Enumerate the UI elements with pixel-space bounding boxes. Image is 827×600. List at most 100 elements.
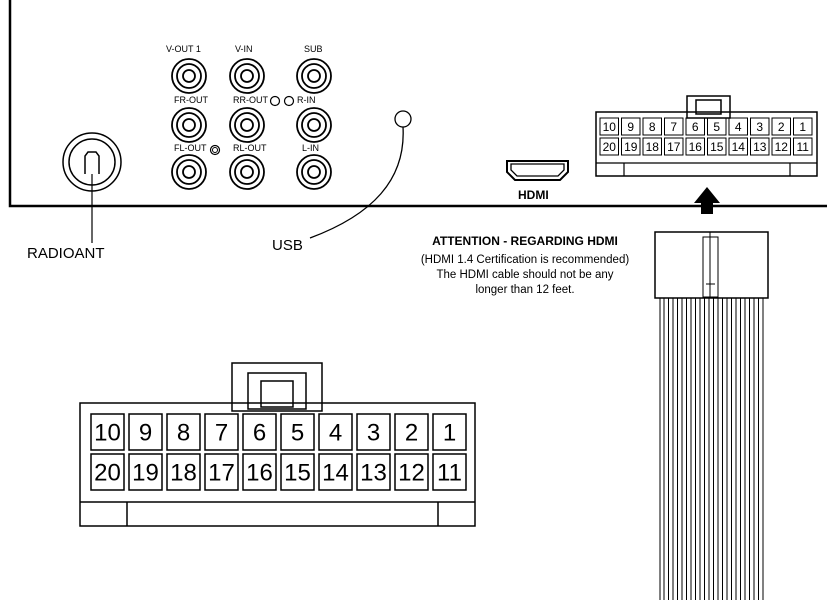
rca-jack-v-in xyxy=(229,58,265,94)
large-connector-pin-box xyxy=(356,413,391,451)
large-connector-pin-label: 11 xyxy=(437,460,462,487)
unit-socket-pin-label: 11 xyxy=(797,140,810,154)
unit-socket-pin-label: 1 xyxy=(799,120,806,134)
unit-socket-pin-label: 19 xyxy=(624,140,638,154)
unit-socket-pin-box xyxy=(621,117,641,136)
large-connector-pin-box xyxy=(318,453,353,491)
harness-wires xyxy=(663,298,759,600)
rca-jack-v-out-1 xyxy=(171,58,207,94)
unit-socket-pin-box xyxy=(771,117,791,136)
unit-socket-pin-box xyxy=(621,137,641,156)
unit-socket-pin-label: 15 xyxy=(710,140,724,154)
unit-socket-pin-box xyxy=(707,117,727,136)
unit-socket-pin-label: 2 xyxy=(778,120,785,134)
large-connector-pin-label: 6 xyxy=(253,420,266,447)
unit-socket-pin-box xyxy=(599,137,619,156)
large-connector-pin-box xyxy=(166,453,201,491)
fl-out-label: FL-OUT xyxy=(174,143,207,153)
large-connector-pin-label: 8 xyxy=(177,420,190,447)
unit-socket-pin-box xyxy=(685,117,705,136)
notice-line-2: The HDMI cable should not be any xyxy=(436,269,614,281)
hdmi-attention-notice: ATTENTION - REGARDING HDMI (HDMI 1.4 Cer… xyxy=(380,234,670,298)
notice-title: ATTENTION - REGARDING HDMI xyxy=(432,234,618,248)
rca-jack-fl-out xyxy=(171,154,207,190)
large-connector-pin-box xyxy=(204,453,239,491)
large-connector-pin-label: 9 xyxy=(139,420,152,447)
large-connector-pin-box xyxy=(204,413,239,451)
fr-out-label: FR-OUT xyxy=(174,95,208,105)
unit-socket-pin-label: 17 xyxy=(667,140,681,154)
rca-jack-sub xyxy=(296,58,332,94)
large-connector-pin-label: 1 xyxy=(443,420,456,447)
unit-socket-pin-label: 14 xyxy=(732,140,746,154)
large-connector-pin-box xyxy=(318,413,353,451)
unit-socket-pin-label: 16 xyxy=(689,140,703,154)
large-connector-pin-label: 18 xyxy=(170,460,197,487)
large-connector-pin-label: 17 xyxy=(208,460,235,487)
unit-socket-pin-box xyxy=(771,137,791,156)
large-connector-pin-box xyxy=(128,413,163,451)
usb-port xyxy=(309,110,412,239)
unit-socket-pin-box xyxy=(793,117,813,136)
unit-socket-pin-label: 3 xyxy=(756,120,763,134)
large-connector-pin-label: 4 xyxy=(329,420,342,447)
large-connector-pin-label: 10 xyxy=(94,420,121,447)
radio-antenna-jack xyxy=(62,132,122,243)
large-connector-pin-label: 3 xyxy=(367,420,380,447)
large-connector-pin-label: 7 xyxy=(215,420,228,447)
large-connector-pin-box xyxy=(356,453,391,491)
radio-ant-label: RADIOANT xyxy=(27,245,105,262)
hdmi-label: HDMI xyxy=(518,188,549,202)
large-connector-pin-box xyxy=(280,453,315,491)
unit-socket-pin-box xyxy=(750,137,770,156)
large-connector-pin-box xyxy=(394,413,429,451)
unit-socket-pin-box xyxy=(599,117,619,136)
unit-socket-pin-box xyxy=(728,117,748,136)
v-in-label: V-IN xyxy=(235,44,253,54)
unit-socket-pin-label: 5 xyxy=(713,120,720,134)
large-connector-pin-box xyxy=(394,453,429,491)
large-connector-pin-label: 19 xyxy=(132,460,159,487)
rca-jack-rr-out xyxy=(229,107,265,143)
notice-line-1: (HDMI 1.4 Certification is recommended) xyxy=(420,254,630,266)
large-connector-pin-box xyxy=(90,413,125,451)
unit-socket-pin-box xyxy=(642,117,662,136)
r-in-label: R-IN xyxy=(297,95,316,105)
unit-socket-pin-label: 13 xyxy=(753,140,767,154)
rca-jack-r-in xyxy=(296,107,332,143)
large-connector-pin-box xyxy=(432,453,467,491)
large-connector-pin-box xyxy=(432,413,467,451)
large-connector-pin-label: 16 xyxy=(246,460,273,487)
large-connector-pin-box xyxy=(242,453,277,491)
unit-socket-pin-label: 12 xyxy=(775,140,789,154)
insert-arrow xyxy=(694,187,720,214)
sub-label: SUB xyxy=(304,44,323,54)
unit-socket-pin-label: 20 xyxy=(603,140,617,154)
rl-out-label: RL-OUT xyxy=(233,143,267,153)
large-connector-pin-label: 20 xyxy=(94,460,121,487)
rr-out-label: RR-OUT xyxy=(233,95,268,105)
unit-socket-pin-box xyxy=(707,137,727,156)
unit-socket-pin-box xyxy=(750,117,770,136)
unit-socket-pin-label: 18 xyxy=(646,140,660,154)
unit-harness-socket xyxy=(595,95,818,177)
unit-socket-pin-label: 4 xyxy=(735,120,742,134)
indicator-fl-out xyxy=(209,144,221,156)
large-connector-pin-box xyxy=(280,413,315,451)
unit-socket-pin-box xyxy=(642,137,662,156)
unit-socket-pin-label: 8 xyxy=(649,120,656,134)
indicator-rr-out-1 xyxy=(269,95,281,107)
large-connector-pin-label: 13 xyxy=(360,460,387,487)
unit-socket-pin-box xyxy=(664,117,684,136)
large-connector-pin-label: 2 xyxy=(405,420,418,447)
usb-label: USB xyxy=(272,237,303,254)
unit-socket-pin-label: 10 xyxy=(603,120,617,134)
indicator-rr-out-2 xyxy=(283,95,295,107)
rca-jack-fr-out xyxy=(171,107,207,143)
large-connector-diagram xyxy=(79,362,476,527)
hdmi-port xyxy=(506,160,569,181)
unit-socket-pin-box xyxy=(728,137,748,156)
